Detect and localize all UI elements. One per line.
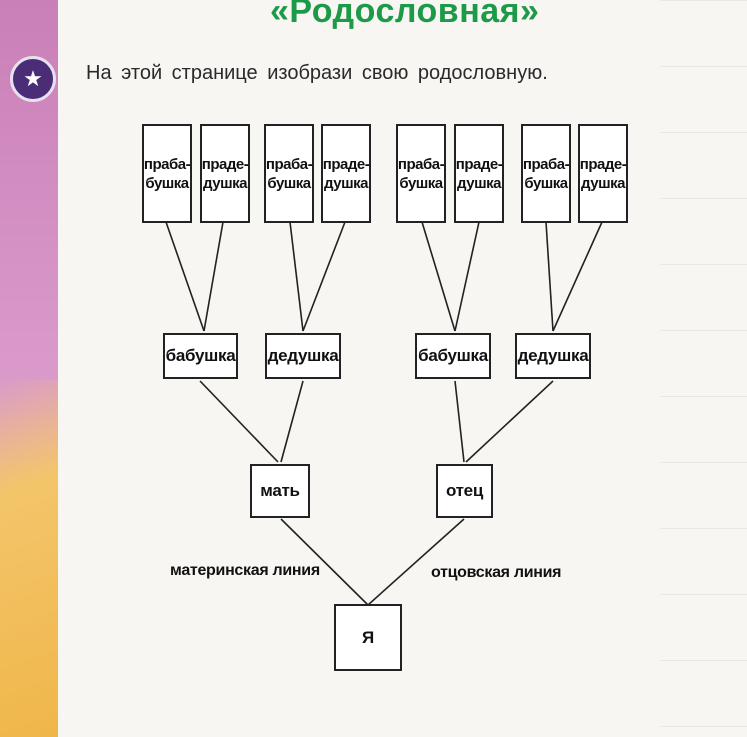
mother-box: мать — [250, 464, 310, 518]
maternal-line-label: материнская линия — [170, 562, 320, 579]
great-grandparent-box: праде-душка — [454, 124, 504, 223]
great-grandparent-box: праде-душка — [200, 124, 250, 223]
connector-line — [302, 221, 346, 332]
connector-line — [289, 221, 304, 332]
connector-line — [552, 221, 603, 332]
connector-line — [280, 518, 369, 606]
great-grandparent-box: праба-бушка — [396, 124, 446, 223]
grandmother-box: бабушка — [163, 333, 238, 379]
connector-line — [280, 380, 304, 463]
connector-line — [203, 221, 224, 332]
great-grandparent-box: праде-душка — [578, 124, 628, 223]
grandmother-box: бабушка — [415, 333, 491, 379]
great-grandparent-box: праба-бушка — [521, 124, 571, 223]
father-box: отец — [436, 464, 493, 518]
connector-line — [199, 380, 279, 463]
great-grandparent-box: праба-бушка — [264, 124, 314, 223]
star-icon: ★ — [10, 56, 56, 102]
connector-line — [165, 221, 205, 332]
faded-background-text — [660, 0, 747, 737]
grandfather-box: дедушка — [515, 333, 591, 379]
connector-line — [421, 221, 456, 332]
great-grandparent-box: праба-бушка — [142, 124, 192, 223]
paternal-line-label: отцовская линия — [431, 564, 562, 581]
grandfather-box: дедушка — [265, 333, 341, 379]
connector-line — [465, 380, 554, 463]
connector-line — [367, 518, 465, 606]
connector-line — [454, 380, 465, 463]
instruction-text: На этой странице изобрази свою родословн… — [86, 62, 548, 84]
connector-line — [545, 221, 554, 332]
decorative-left-strip — [0, 0, 58, 737]
connector-line — [454, 221, 480, 332]
great-grandparent-box: праде-душка — [321, 124, 371, 223]
page-title: «Родословная» — [270, 0, 540, 30]
self-box: Я — [334, 604, 402, 671]
